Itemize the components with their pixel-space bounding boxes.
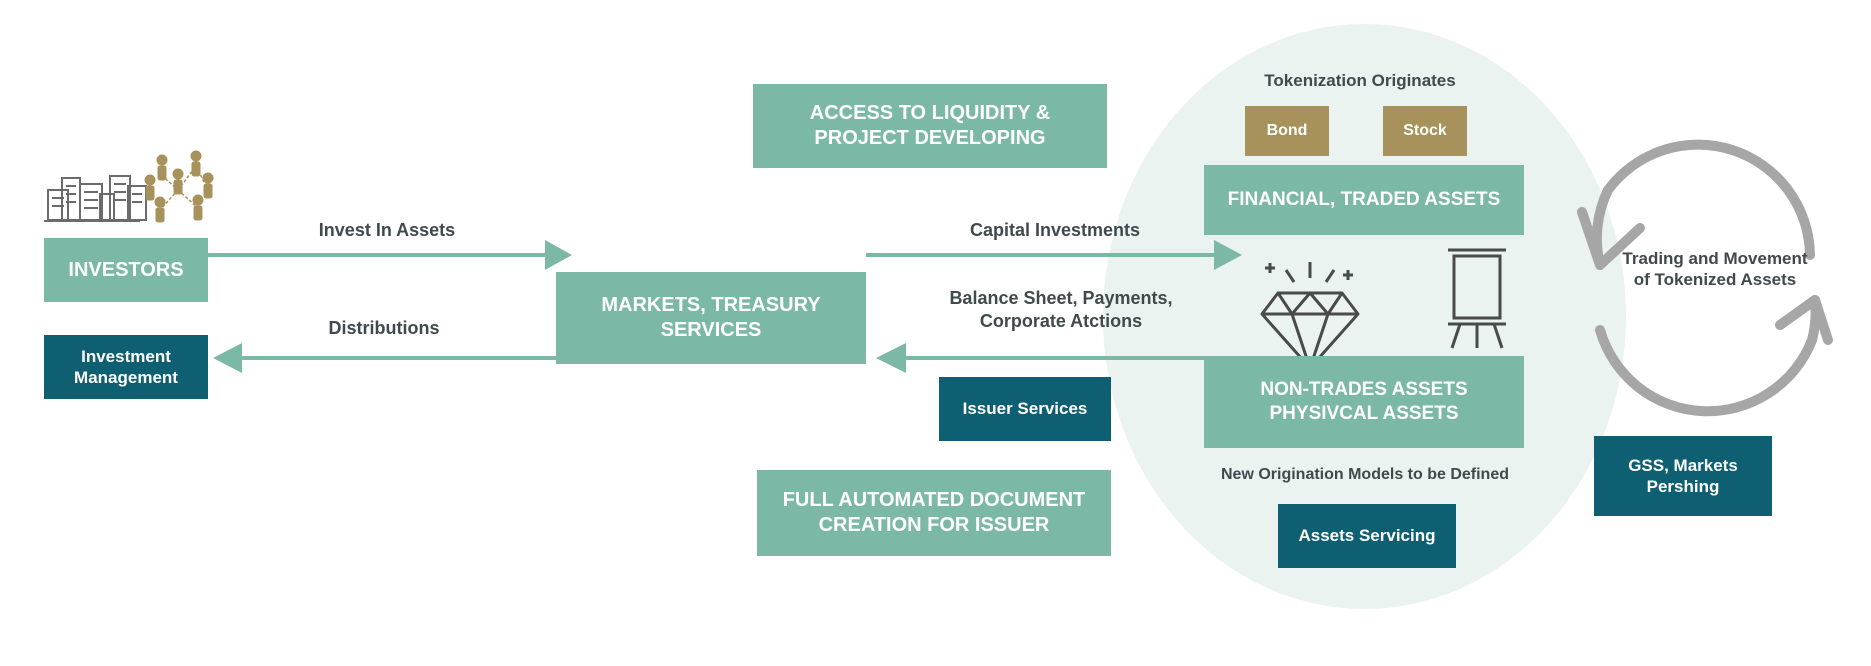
distributions-arrow xyxy=(213,343,556,373)
markets-treasury-title: MARKETS, TREASURY SERVICES xyxy=(601,294,821,341)
issuer-services-label: Issuer Services xyxy=(962,399,1088,419)
assets-servicing-box: Assets Servicing xyxy=(1278,504,1456,568)
investment-management-label: Investment Management xyxy=(74,346,178,387)
financial-traded-assets-box: FINANCIAL, TRADED ASSETS xyxy=(1204,165,1524,235)
assets-servicing-label: Assets Servicing xyxy=(1298,526,1436,546)
investment-management-box: Investment Management xyxy=(44,335,208,399)
document-creation-banner-text: FULL AUTOMATED DOCUMENT CREATION FOR ISS… xyxy=(782,489,1086,536)
capital-investments-arrow xyxy=(866,240,1242,270)
document-creation-banner: FULL AUTOMATED DOCUMENT CREATION FOR ISS… xyxy=(757,470,1111,556)
new-origination-label: New Origination Models to be Defined xyxy=(1220,466,1509,483)
non-traded-assets-label: NON-TRADES ASSETS PHYSIVCAL ASSETS xyxy=(1260,379,1468,424)
liquidity-banner: ACCESS TO LIQUIDITY & PROJECT DEVELOPING xyxy=(753,84,1107,168)
investors-title: INVESTORS xyxy=(68,258,184,281)
trading-movement-label: Trading and Movement of Tokenized Assets xyxy=(1622,249,1808,290)
markets-treasury-box: MARKETS, TREASURY SERVICES xyxy=(556,272,866,364)
financial-traded-assets-label: FINANCIAL, TRADED ASSETS xyxy=(1227,189,1501,211)
easel-icon xyxy=(1448,248,1506,349)
invest-in-assets-label: Invest In Assets xyxy=(318,220,456,240)
liquidity-banner-text: ACCESS TO LIQUIDITY & PROJECT DEVELOPING xyxy=(809,102,1051,149)
investors-box: INVESTORS xyxy=(44,238,208,302)
stock-badge: Stock xyxy=(1383,106,1467,156)
capital-investments-label: Capital Investments xyxy=(969,220,1141,240)
balance-sheet-label: Balance Sheet, Payments, Corporate Atcti… xyxy=(949,288,1173,331)
bond-badge: Bond xyxy=(1245,106,1329,156)
non-traded-assets-box: NON-TRADES ASSETS PHYSIVCAL ASSETS xyxy=(1204,356,1524,448)
distributions-label: Distributions xyxy=(328,318,440,338)
gss-markets-pershing-box: GSS, Markets Pershing xyxy=(1594,436,1772,516)
people-network-icon xyxy=(144,150,214,223)
diamond-icon xyxy=(1260,262,1360,370)
stock-label: Stock xyxy=(1403,122,1447,139)
issuer-services-box: Issuer Services xyxy=(939,377,1111,441)
balance-sheet-arrow xyxy=(876,343,1210,373)
tokenization-heading: Tokenization Originates xyxy=(1264,71,1456,90)
gss-markets-pershing-label: GSS, Markets Pershing xyxy=(1628,455,1738,496)
circular-arrows-icon xyxy=(1577,139,1833,417)
buildings-icon xyxy=(44,175,147,222)
invest-arrow xyxy=(208,240,572,270)
bond-label: Bond xyxy=(1266,122,1308,139)
